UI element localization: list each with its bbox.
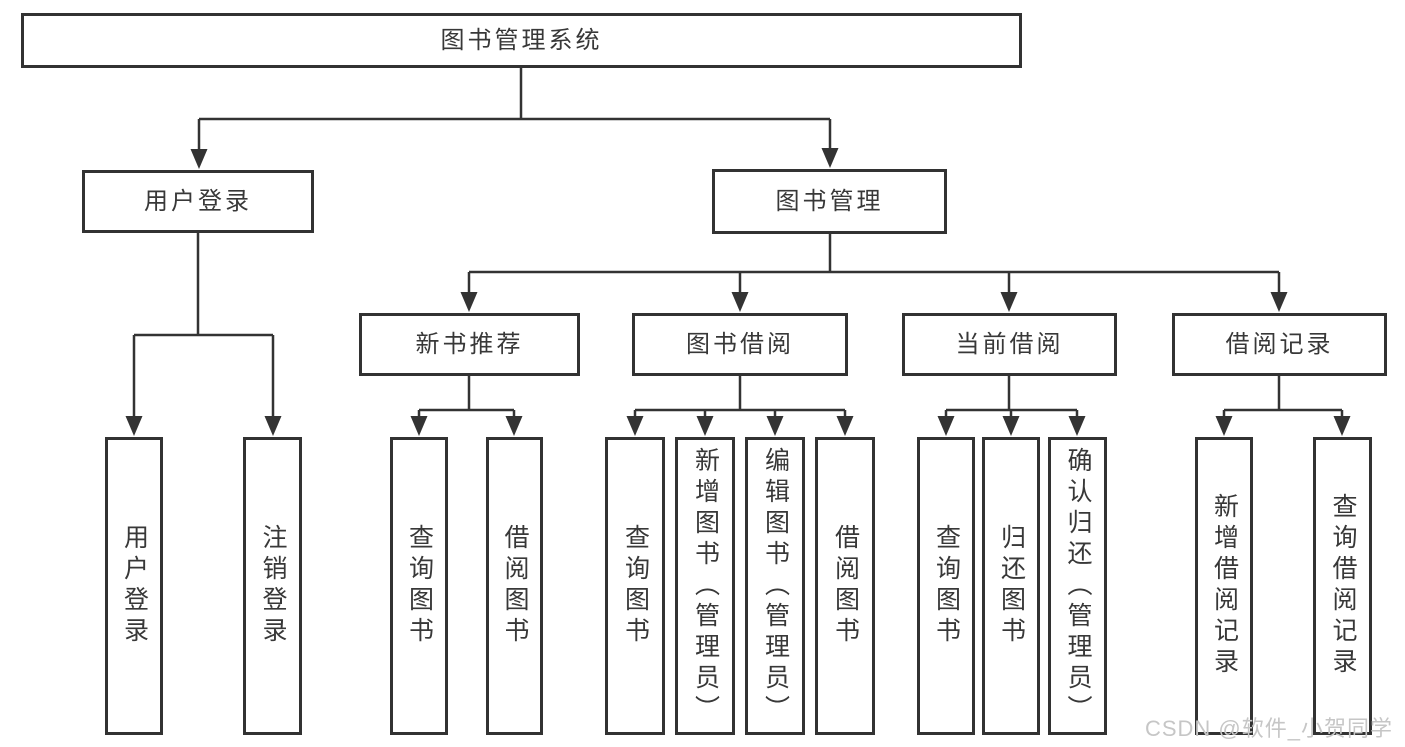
leaf-logout-label: 注销登录 [259,524,287,648]
leaf-user-login: 用户登录 [105,437,163,735]
leaf-newbook-borrow-label: 借阅图书 [501,524,529,648]
leaf-borrow-query-label: 查询图书 [621,524,650,648]
leaf-record-query-label: 查询借阅记录 [1329,493,1357,679]
leaf-borrow-borrow: 借阅图书 [815,437,875,735]
leaf-borrow-edit: 编辑图书（管理员） [745,437,805,735]
leaf-newbook-query-label: 查询图书 [405,524,434,648]
node-borrow-record-label: 借阅记录 [1225,330,1334,358]
leaf-current-confirm-label: 确认归还（管理员） [1064,446,1092,726]
leaf-borrow-add-label: 新增图书（管理员） [691,446,720,726]
node-book-borrow: 图书借阅 [632,313,848,376]
leaf-current-return-label: 归还图书 [997,524,1026,648]
leaf-record-query: 查询借阅记录 [1313,437,1372,735]
leaf-record-add: 新增借阅记录 [1195,437,1253,735]
leaf-newbook-query: 查询图书 [390,437,448,735]
node-book-mgmt: 图书管理 [712,169,947,234]
connector-user-login-to-children [125,233,282,436]
connector-book-borrow-to-children [626,376,854,436]
leaf-borrow-query: 查询图书 [605,437,665,735]
connector-borrow-record-to-children [1215,376,1351,436]
connector-root-to-level1 [190,68,839,169]
connector-new-book-to-children [410,376,523,436]
leaf-newbook-borrow: 借阅图书 [486,437,543,735]
connector-current-borrow-to-children [937,376,1086,436]
leaf-borrow-edit-label: 编辑图书（管理员） [761,446,790,726]
node-user-login-label: 用户登录 [144,187,252,215]
node-book-mgmt-label: 图书管理 [775,187,884,215]
leaf-user-login-label: 用户登录 [120,524,149,648]
node-root-label: 图书管理系统 [440,26,603,54]
node-user-login: 用户登录 [82,170,314,233]
leaf-current-query-label: 查询图书 [932,524,961,648]
leaf-record-add-label: 新增借阅记录 [1210,493,1239,679]
node-new-book-label: 新书推荐 [415,330,524,358]
leaf-current-query: 查询图书 [917,437,975,735]
node-book-borrow-label: 图书借阅 [686,330,794,358]
leaf-logout: 注销登录 [243,437,302,735]
leaf-current-return: 归还图书 [982,437,1040,735]
node-borrow-record: 借阅记录 [1172,313,1387,376]
connector-book-mgmt-to-sections [460,234,1288,312]
csdn-watermark: CSDN @软件_小贺同学 [1144,716,1393,741]
leaf-borrow-borrow-label: 借阅图书 [831,524,860,648]
node-current-borrow: 当前借阅 [902,313,1117,376]
node-current-borrow-label: 当前借阅 [955,330,1064,358]
node-root: 图书管理系统 [21,13,1022,68]
node-new-book: 新书推荐 [359,313,580,376]
leaf-current-confirm: 确认归还（管理员） [1048,437,1107,735]
leaf-borrow-add: 新增图书（管理员） [675,437,735,735]
